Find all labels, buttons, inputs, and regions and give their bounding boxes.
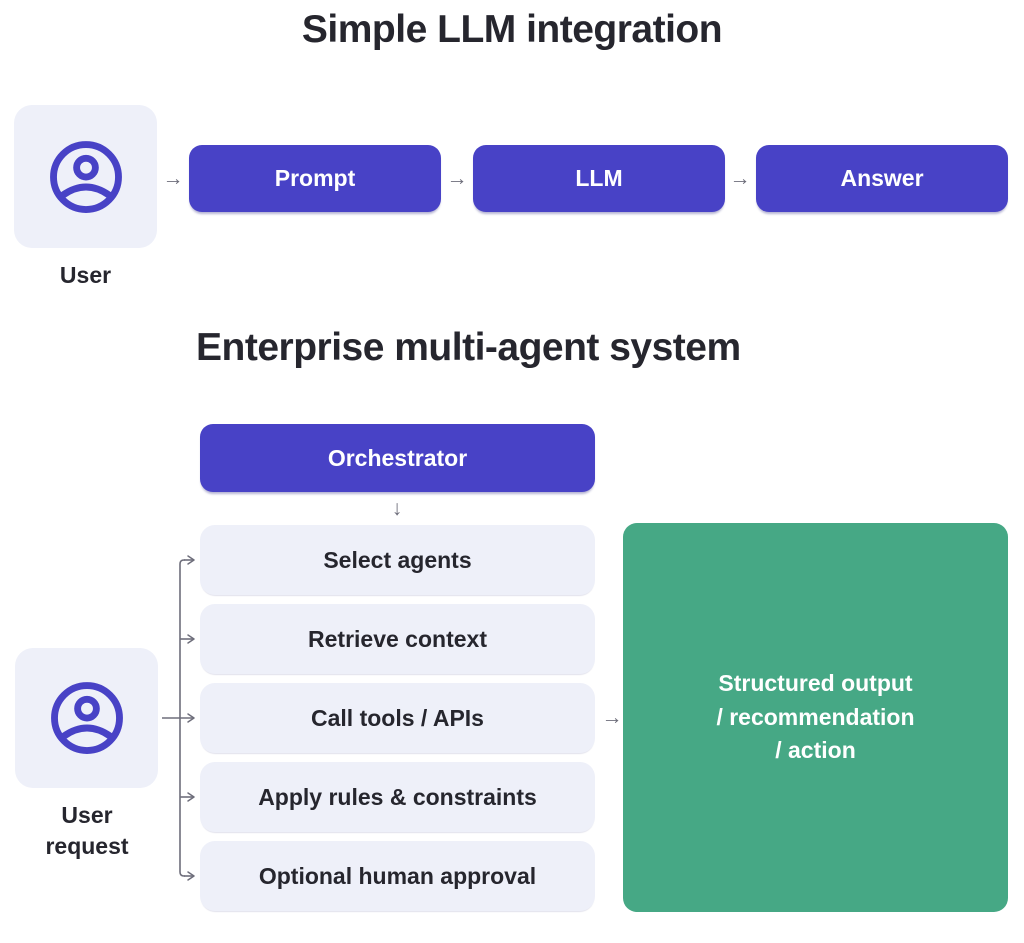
simple-flow-title: Simple LLM integration xyxy=(301,8,723,51)
user-card xyxy=(14,105,157,248)
arrow-down-icon: ↓ xyxy=(391,497,403,520)
enterprise-step-optional-human-approval: Optional human approval xyxy=(200,841,595,911)
user-icon xyxy=(50,682,123,754)
arrow-right-icon: → xyxy=(729,167,751,190)
output-line: Structured output xyxy=(718,670,913,697)
user-label: User xyxy=(59,262,112,288)
user-request-card xyxy=(15,648,158,788)
arrow-right-icon: → xyxy=(162,167,184,190)
enterprise-step-retrieve-context: Retrieve context xyxy=(200,604,595,674)
enterprise-step-select-agents: Select agents xyxy=(200,525,595,595)
enterprise-step-apply-rules-constraints: Apply rules & constraints xyxy=(200,762,595,832)
step-answer: Answer xyxy=(756,145,1008,212)
user-request-label: User request xyxy=(45,802,129,860)
arrow-right-icon: → xyxy=(446,167,468,190)
enterprise-flow-title: Enterprise multi-agent system xyxy=(196,326,741,369)
structured-output-box: Structured output / recommendation / act… xyxy=(623,523,1008,912)
step-prompt: Prompt xyxy=(189,145,441,212)
output-line: / action xyxy=(775,737,856,764)
enterprise-step-call-tools-apis: Call tools / APIs xyxy=(200,683,595,753)
step-llm: LLM xyxy=(473,145,725,212)
arrow-right-icon: → xyxy=(601,706,623,729)
user-icon xyxy=(49,140,122,213)
orchestrator-box: Orchestrator xyxy=(200,424,595,492)
output-line: / recommendation xyxy=(716,703,915,730)
